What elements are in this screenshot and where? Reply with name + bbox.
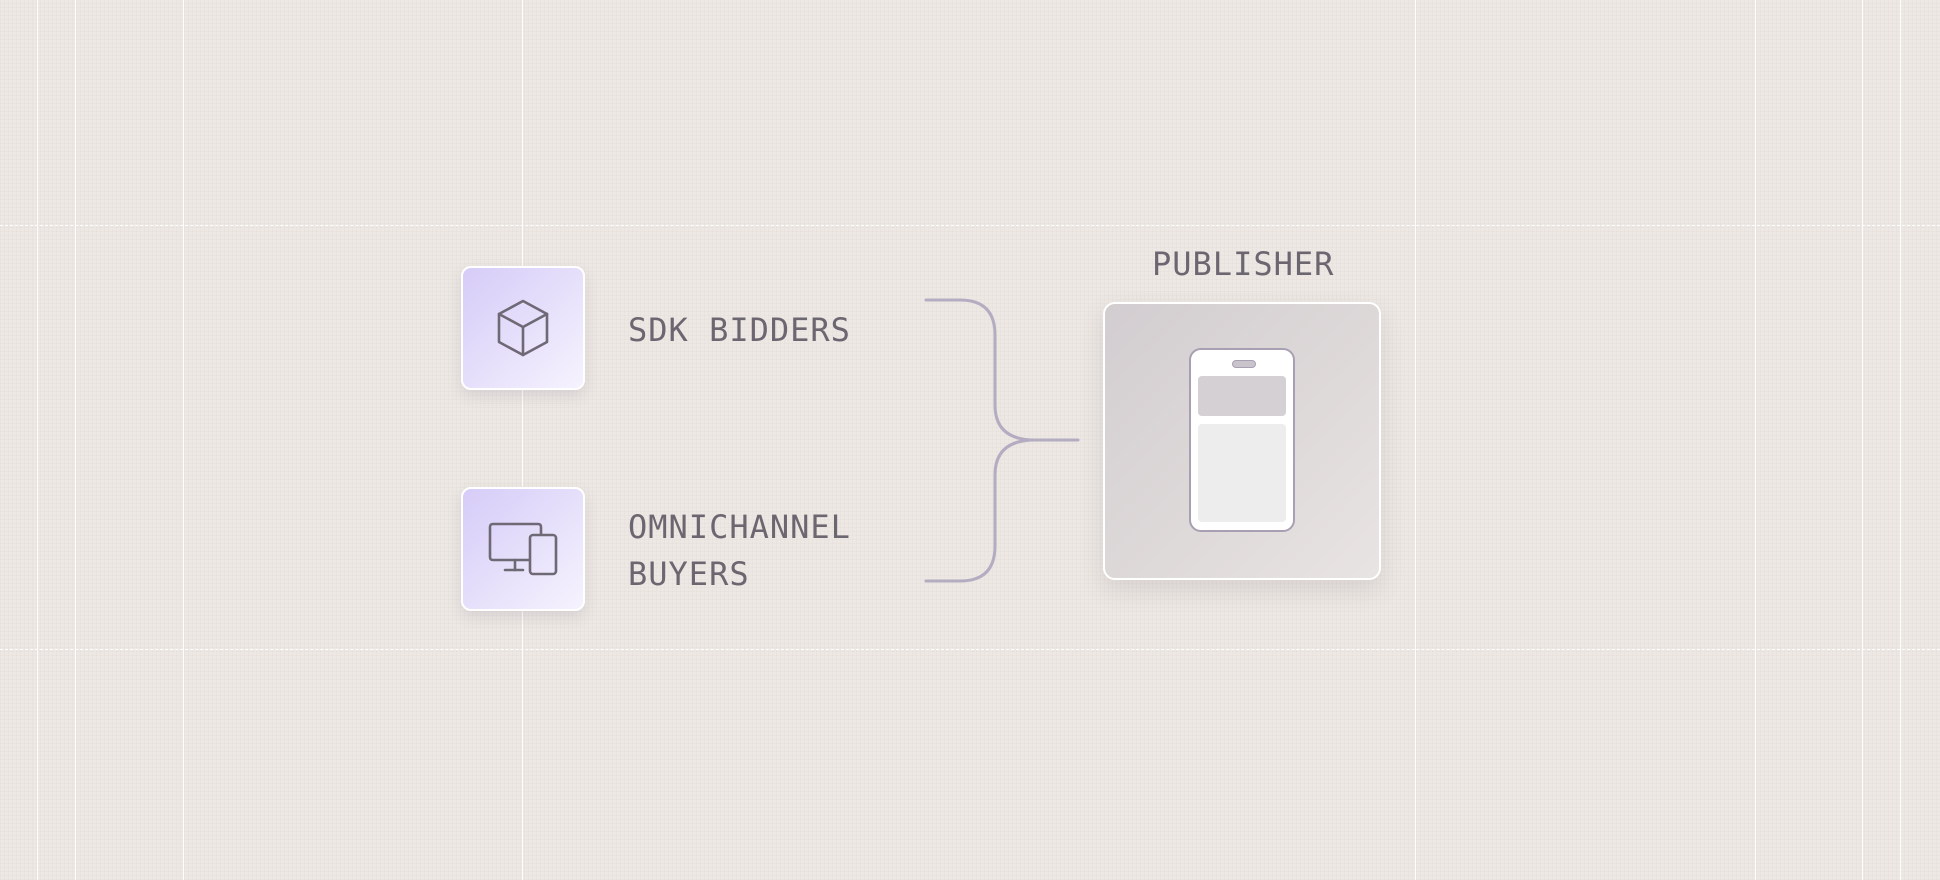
smartphone-icon	[1189, 348, 1295, 532]
cube-icon	[497, 299, 549, 357]
devices-icon	[488, 522, 558, 576]
guide-line-vertical	[1415, 0, 1416, 880]
omnichannel-buyers-label-line2: BUYERS	[628, 555, 750, 593]
omnichannel-buyers-label-line1: OMNICHANNEL	[628, 508, 851, 546]
guide-line-vertical	[1862, 0, 1863, 880]
publisher-card	[1103, 302, 1381, 580]
phone-speaker	[1232, 360, 1256, 368]
omnichannel-buyers-label: OMNICHANNEL BUYERS	[628, 504, 851, 598]
guide-line-vertical	[37, 0, 38, 880]
publisher-label-text: PUBLISHER	[1152, 245, 1335, 283]
guide-line-dashed-top	[0, 225, 1940, 226]
guide-line-vertical	[522, 0, 523, 880]
sdk-bidders-label: SDK BIDDERS	[628, 307, 851, 354]
phone-content-area	[1198, 424, 1286, 522]
sdk-bidders-tile	[461, 266, 585, 390]
guide-line-vertical	[1755, 0, 1756, 880]
guide-line-dashed-bottom	[0, 649, 1940, 650]
omnichannel-buyers-tile	[461, 487, 585, 611]
guide-line-vertical	[75, 0, 76, 880]
phone-ad-slot	[1198, 376, 1286, 416]
guide-line-vertical	[183, 0, 184, 880]
publisher-label: PUBLISHER	[1152, 241, 1334, 288]
sdk-bidders-label-text: SDK BIDDERS	[628, 311, 851, 349]
connector-brace-path	[924, 298, 1080, 583]
guide-line-vertical	[1900, 0, 1901, 880]
